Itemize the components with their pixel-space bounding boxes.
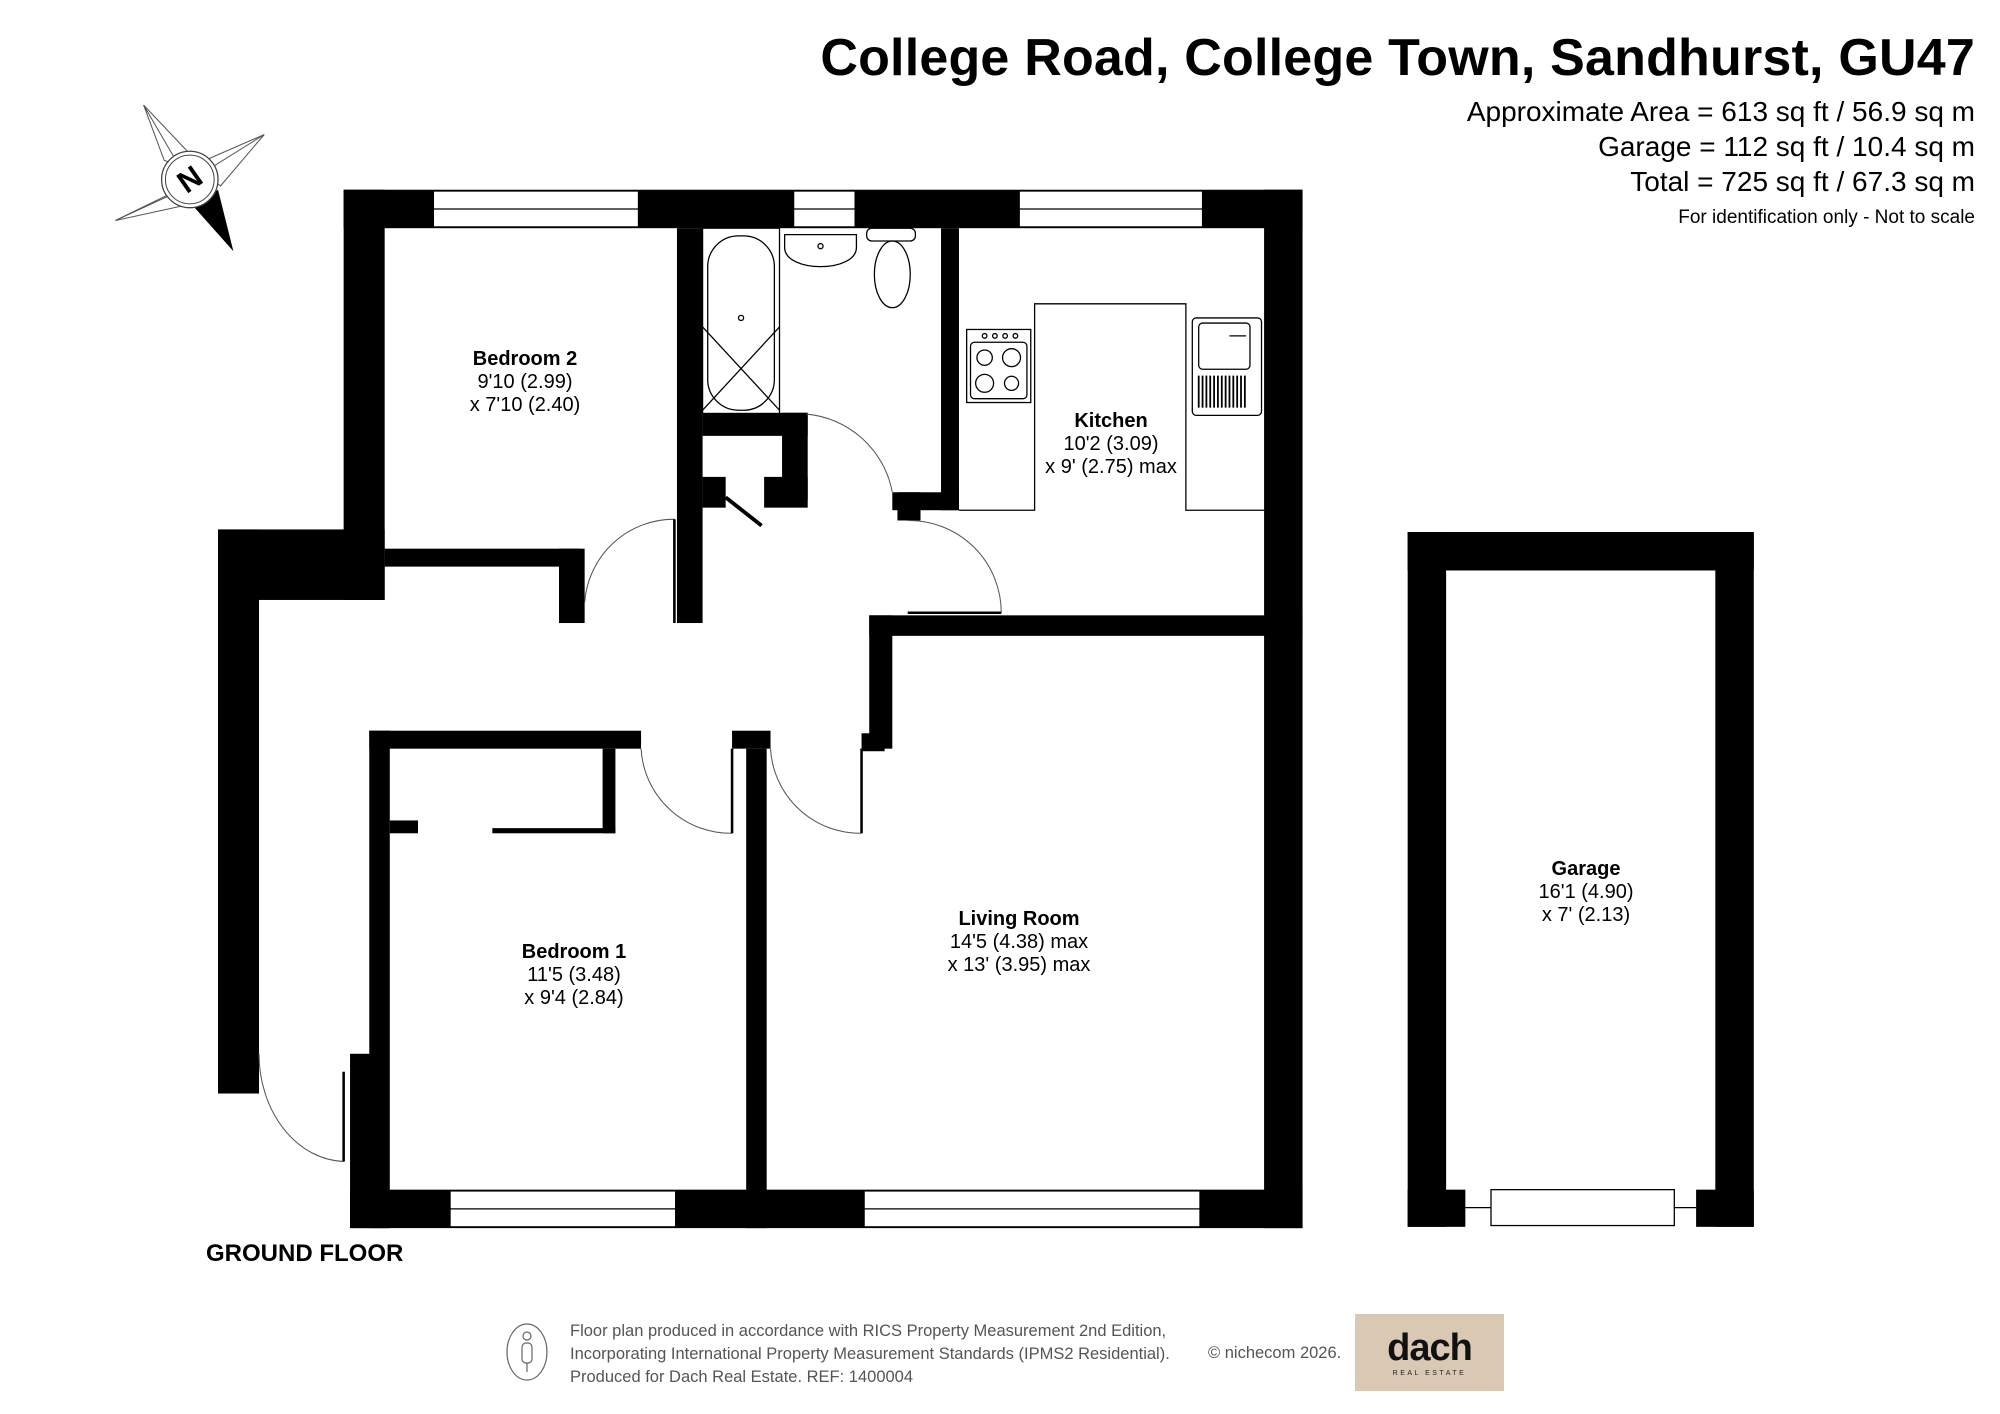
room-garage: Garage 16'1 (4.90) x 7' (2.13) <box>1539 858 1634 927</box>
floor-label: GROUND FLOOR <box>206 1240 404 1267</box>
scale-note: For identification only - Not to scale <box>1678 207 1975 228</box>
room-kitchen: Kitchen 10'2 (3.09) x 9' (2.75) max <box>1045 410 1177 479</box>
room-dimension: x 9'4 (2.84) <box>524 987 624 1009</box>
room-dimension: 16'1 (4.90) <box>1538 881 1634 903</box>
room-dimension: x 9' (2.75) max <box>1045 456 1177 478</box>
total-area: Total = 725 sq ft / 67.3 sq m <box>1630 166 1975 197</box>
room-name: Garage <box>1551 858 1621 880</box>
footer-disclaimer: Floor plan produced in accordance with R… <box>570 1320 1170 1389</box>
room-name: Bedroom 1 <box>521 941 627 963</box>
room-name: Living Room <box>958 908 1080 930</box>
garage-area: Garage = 112 sq ft / 10.4 sq m <box>1598 131 1975 162</box>
person-info-icon <box>506 1323 548 1381</box>
room-dimension: 11'5 (3.48) <box>527 964 621 986</box>
logo-wordmark: dach <box>1387 1326 1473 1369</box>
approximate-area: Approximate Area = 613 sq ft / 56.9 sq m <box>1466 96 1975 127</box>
footer-line: Incorporating International Property Mea… <box>570 1345 1170 1364</box>
windows <box>432 190 1697 1228</box>
compass-north-icon: N <box>115 104 265 252</box>
room-dimension: 9'10 (2.99) <box>477 371 573 393</box>
room-dimension: 14'5 (4.38) max <box>949 931 1089 953</box>
room-bedroom-1: Bedroom 1 11'5 (3.48) x 9'4 (2.84) <box>522 941 626 1010</box>
property-title: College Road, College Town, Sandhurst, G… <box>820 29 1975 87</box>
walls <box>218 189 1754 1229</box>
room-name: Kitchen <box>1074 410 1148 432</box>
room-living-room: Living Room 14'5 (4.38) max x 13' (3.95)… <box>948 908 1091 977</box>
room-dimension: x 7'10 (2.40) <box>469 394 581 416</box>
room-name: Bedroom 2 <box>472 348 578 370</box>
room-dimension: 10'2 (3.09) <box>1063 433 1159 455</box>
room-dimension: x 7' (2.13) <box>1541 904 1631 926</box>
room-bedroom-2: Bedroom 2 9'10 (2.99) x 7'10 (2.40) <box>470 348 581 417</box>
footer-line: Floor plan produced in accordance with R… <box>570 1322 1167 1340</box>
doors <box>258 413 1002 1162</box>
fixtures <box>701 227 1265 511</box>
logo-subtitle: REAL ESTATE <box>1392 1369 1467 1377</box>
footer-line: Produced for Dach Real Estate. REF: 1400… <box>570 1368 914 1387</box>
copyright-text: © nichecom 2026. <box>1208 1344 1342 1362</box>
room-dimension: x 13' (3.95) max <box>947 954 1091 976</box>
dach-logo: dach REAL ESTATE <box>1355 1314 1504 1391</box>
